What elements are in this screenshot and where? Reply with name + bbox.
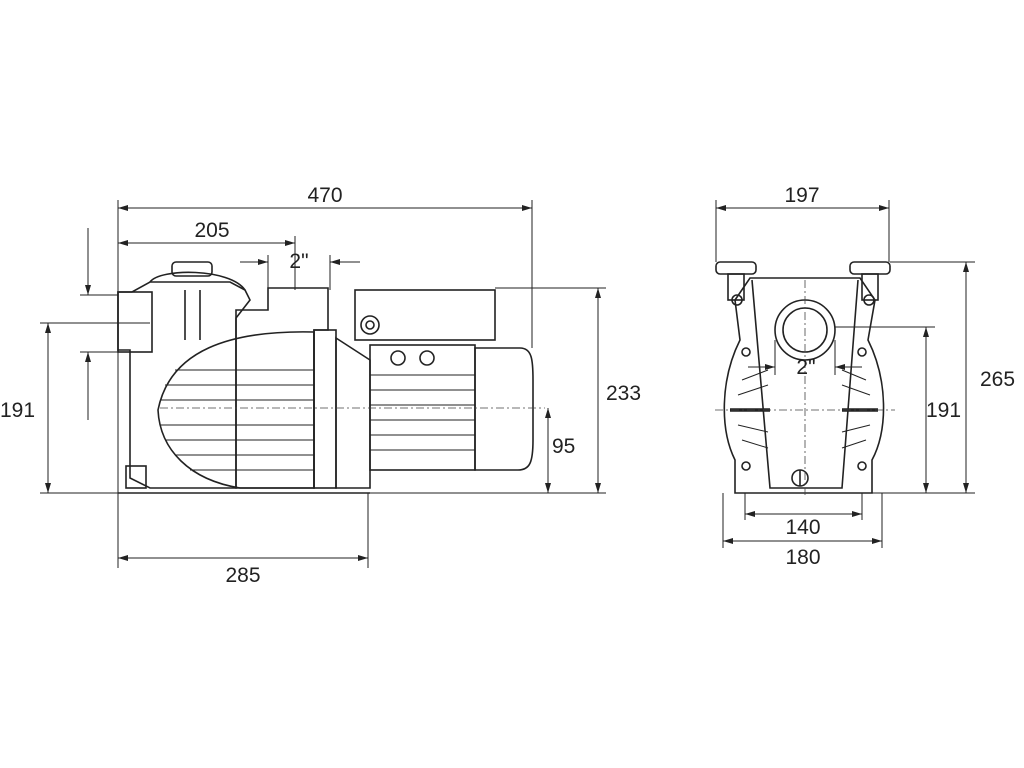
- dim-base-width: 180: [785, 546, 820, 569]
- front-ribs: [737, 369, 871, 449]
- side-view-dimensions: 470 205 2" 233 95 191 285: [0, 184, 641, 587]
- dim-front-height: 265: [980, 368, 1015, 391]
- dim-base-length: 285: [225, 564, 260, 587]
- front-view-dimensions: 197 265 191 2" 140 180: [715, 184, 1015, 569]
- volute-ribs: [160, 369, 314, 471]
- dim-inlet-height: 191: [0, 399, 35, 422]
- dim-overall-length: 470: [307, 184, 342, 207]
- dim-mount-holes: 140: [785, 516, 820, 539]
- front-view-pump: [715, 261, 895, 495]
- dim-outlet-size: 2": [289, 250, 308, 273]
- dim-front-inlet-height: 191: [926, 399, 961, 422]
- dim-shaft-height: 95: [552, 435, 575, 458]
- motor-fins: [370, 374, 475, 451]
- side-view-pump: [117, 261, 545, 494]
- dim-overall-height: 233: [606, 382, 641, 405]
- dim-front-width: 197: [784, 184, 819, 207]
- dim-inlet-to-outlet: 205: [194, 219, 229, 242]
- dim-front-inlet-size: 2": [796, 356, 815, 379]
